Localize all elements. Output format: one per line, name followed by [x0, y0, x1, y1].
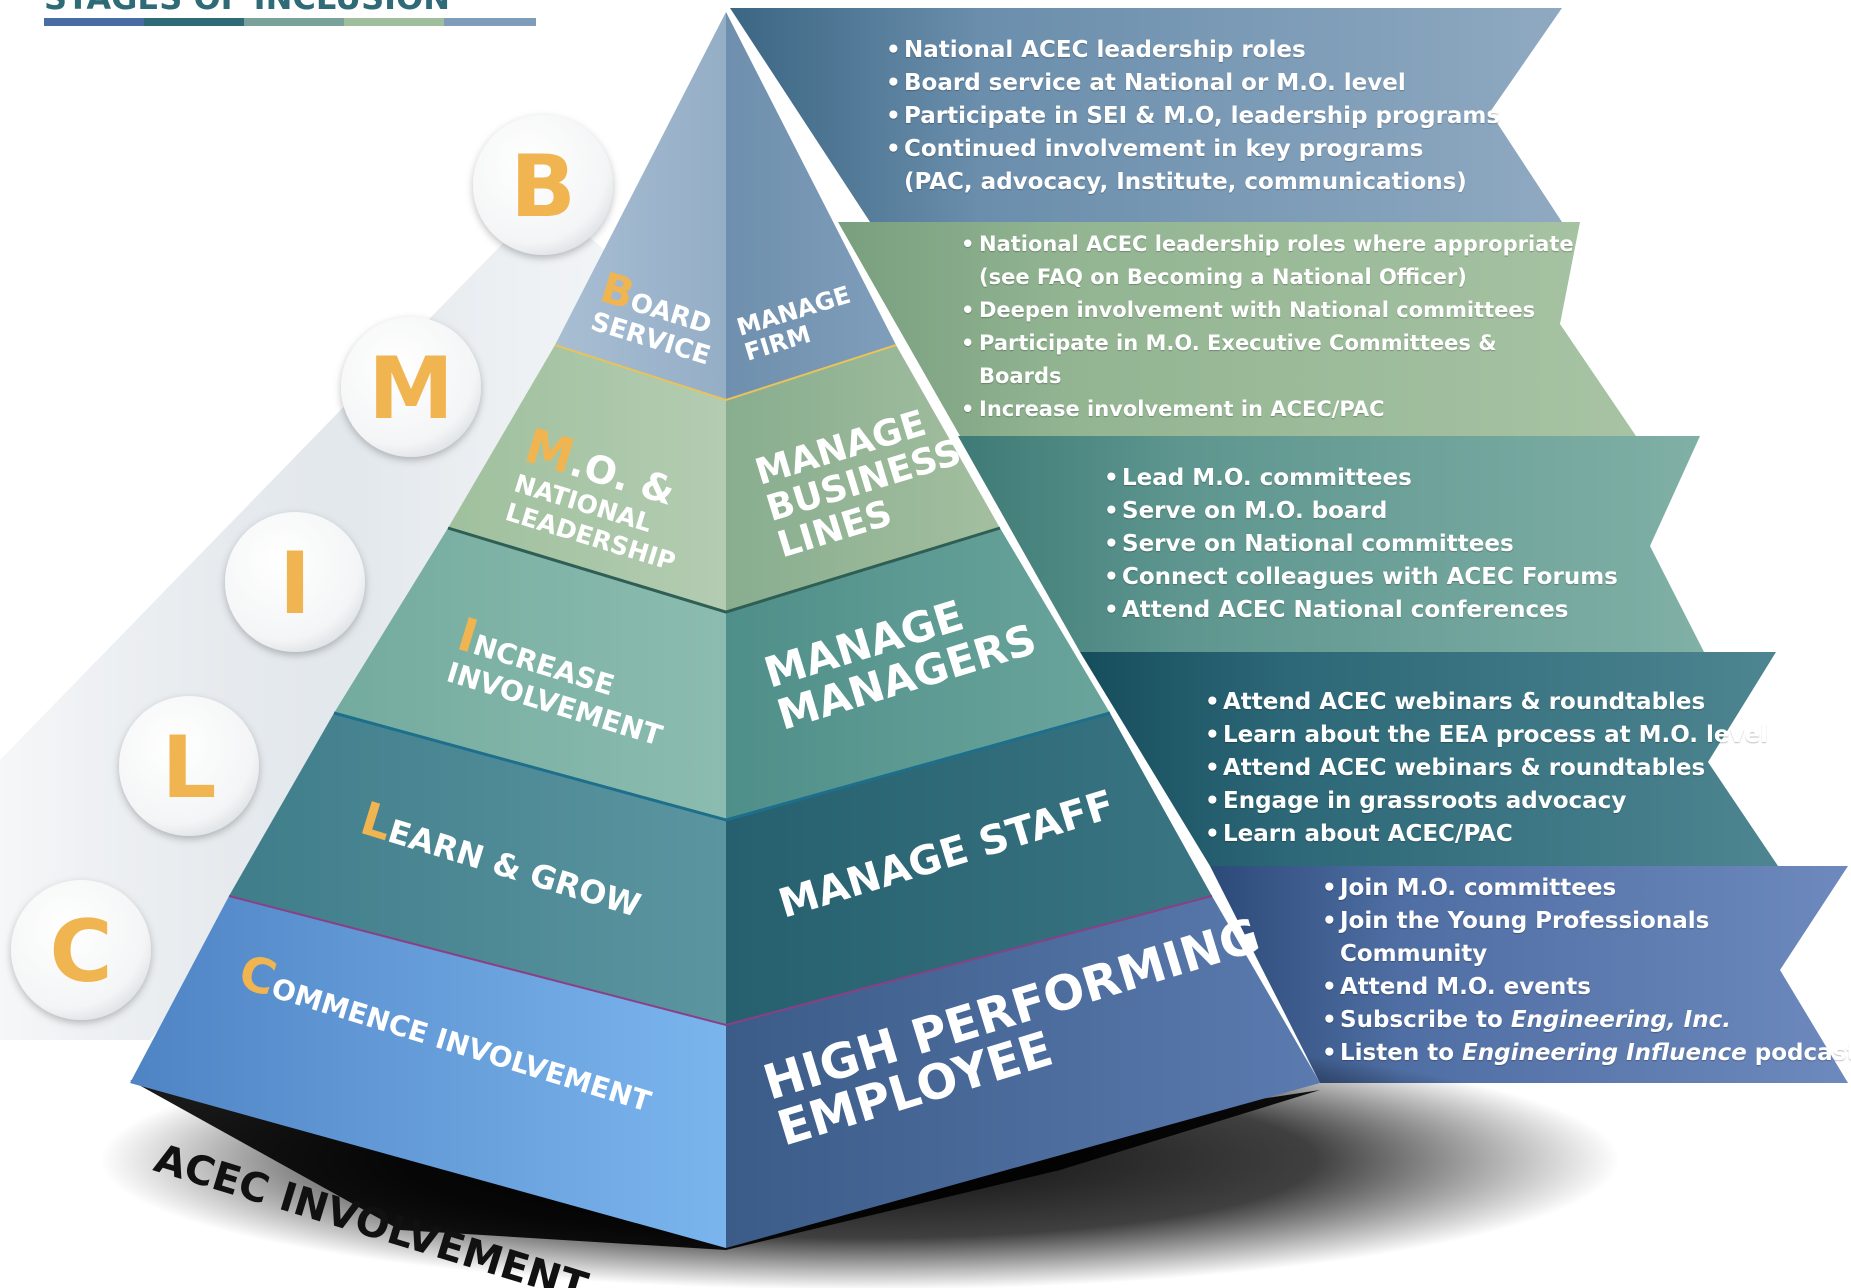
band-2-bullet: Participate in M.O. Executive Committees… — [961, 327, 1574, 360]
band-1-bullet: National ACEC leadership roles — [886, 34, 1500, 67]
ledge-line-1 — [554, 344, 897, 402]
heading-title: STAGES OF INCLUSION — [44, 0, 450, 17]
band-4-bullet: Learn about ACEC/PAC — [1205, 818, 1768, 851]
band-3-bullet: Attend ACEC National conferences — [1104, 594, 1618, 627]
band-4-bullet: Attend ACEC webinars & roundtables — [1205, 686, 1768, 719]
ledge-line-4 — [228, 895, 1213, 1027]
band-3-bullet: Serve on M.O. board — [1104, 495, 1618, 528]
letter-c: C — [49, 902, 112, 1002]
band-2-bullet: Increase involvement in ACEC/PAC — [961, 393, 1574, 426]
band-1-bullet: Board service at National or M.O. level — [886, 67, 1500, 100]
band-2-bullet: Deepen involvement with National committ… — [961, 294, 1574, 327]
heading: STAGES OF INCLUSION — [44, 0, 536, 26]
pyramid-level-5-left — [130, 896, 726, 1248]
band-4-bullet: Learn about the EEA process at M.O. leve… — [1205, 719, 1768, 752]
stage-letter-circles: B M I L C — [11, 115, 613, 1020]
band-4-bullet: Attend ACEC webinars & roundtables — [1205, 752, 1768, 785]
band-5-bullet: Subscribe to Engineering, Inc. — [1322, 1004, 1851, 1037]
letter-l: L — [162, 718, 217, 818]
pyramid-level-4-left — [229, 713, 726, 1025]
band-3-bullet: Connect colleagues with ACEC Forums — [1104, 561, 1618, 594]
heading-rule-2 — [144, 18, 244, 26]
ledge-line-3 — [333, 711, 1111, 822]
band-5-bullet: Listen to Engineering Influence podcast — [1322, 1037, 1851, 1070]
band-4-bullets: Attend ACEC webinars & roundtables Learn… — [1205, 686, 1768, 851]
letter-b: B — [510, 137, 576, 237]
letter-circle-b: B — [473, 115, 613, 255]
publication-title: Engineering, Inc. — [1510, 1007, 1731, 1033]
band-2-bullet-continuation: (see FAQ on Becoming a National Officer) — [979, 265, 1467, 289]
band-1-bullet: Continued involvement in key programs — [886, 133, 1500, 166]
pyramid-level-2-right — [726, 345, 1000, 612]
heading-rule-4 — [344, 18, 444, 26]
heading-rule-3 — [244, 18, 344, 26]
band-1-bullets: National ACEC leadership roles Board ser… — [886, 34, 1500, 199]
band-2-bullet: National ACEC leadership roles where app… — [961, 228, 1574, 261]
heading-rule-1 — [44, 18, 144, 26]
pyramid-level-3-left — [334, 528, 726, 820]
pyramid-level-3-right — [726, 528, 1110, 820]
band-1-bullet: Participate in SEI & M.O, leadership pro… — [886, 100, 1500, 133]
band-5-bullet-continuation: Community — [1340, 941, 1488, 967]
band-1-bullet-continuation: (PAC, advocacy, Institute, communication… — [904, 169, 1467, 195]
pyramid — [130, 12, 1320, 1248]
pyramid-shadow-core — [130, 1080, 1320, 1250]
letter-circle-c: C — [11, 880, 151, 1020]
band-3-bullets: Lead M.O. committees Serve on M.O. board… — [1104, 462, 1618, 627]
pyramid-level-2-left — [448, 345, 726, 612]
band-3-bullet: Lead M.O. committees — [1104, 462, 1618, 495]
pyramid-level-4-right — [726, 713, 1212, 1025]
band-5-bullet: Attend M.O. events — [1322, 971, 1851, 1004]
letter-m: M — [368, 339, 454, 439]
heading-rule-5 — [444, 18, 536, 26]
letter-circle-l: L — [119, 696, 259, 836]
pyramid-level-1-left — [555, 12, 726, 400]
letter-circle-m: M — [341, 317, 481, 457]
band-4-bullet: Engage in grassroots advocacy — [1205, 785, 1768, 818]
letter-circle-i: I — [225, 512, 365, 652]
band-5-bullets: Join M.O. committees Join the Young Prof… — [1322, 872, 1851, 1070]
band-3-bullet: Serve on National committees — [1104, 528, 1618, 561]
band-5-bullet: Join the Young Professionals — [1322, 905, 1851, 938]
pyramid-level-5-right — [726, 896, 1320, 1248]
letter-i: I — [279, 534, 311, 634]
podcast-title: Engineering Influence — [1462, 1040, 1747, 1066]
ledge-line-2 — [447, 526, 1001, 614]
band-5-bullet: Join M.O. committees — [1322, 872, 1851, 905]
pyramid-level-1-right — [726, 12, 896, 400]
band-2-bullets: National ACEC leadership roles where app… — [961, 228, 1574, 426]
band-2-bullet-continuation: Boards — [979, 364, 1062, 388]
